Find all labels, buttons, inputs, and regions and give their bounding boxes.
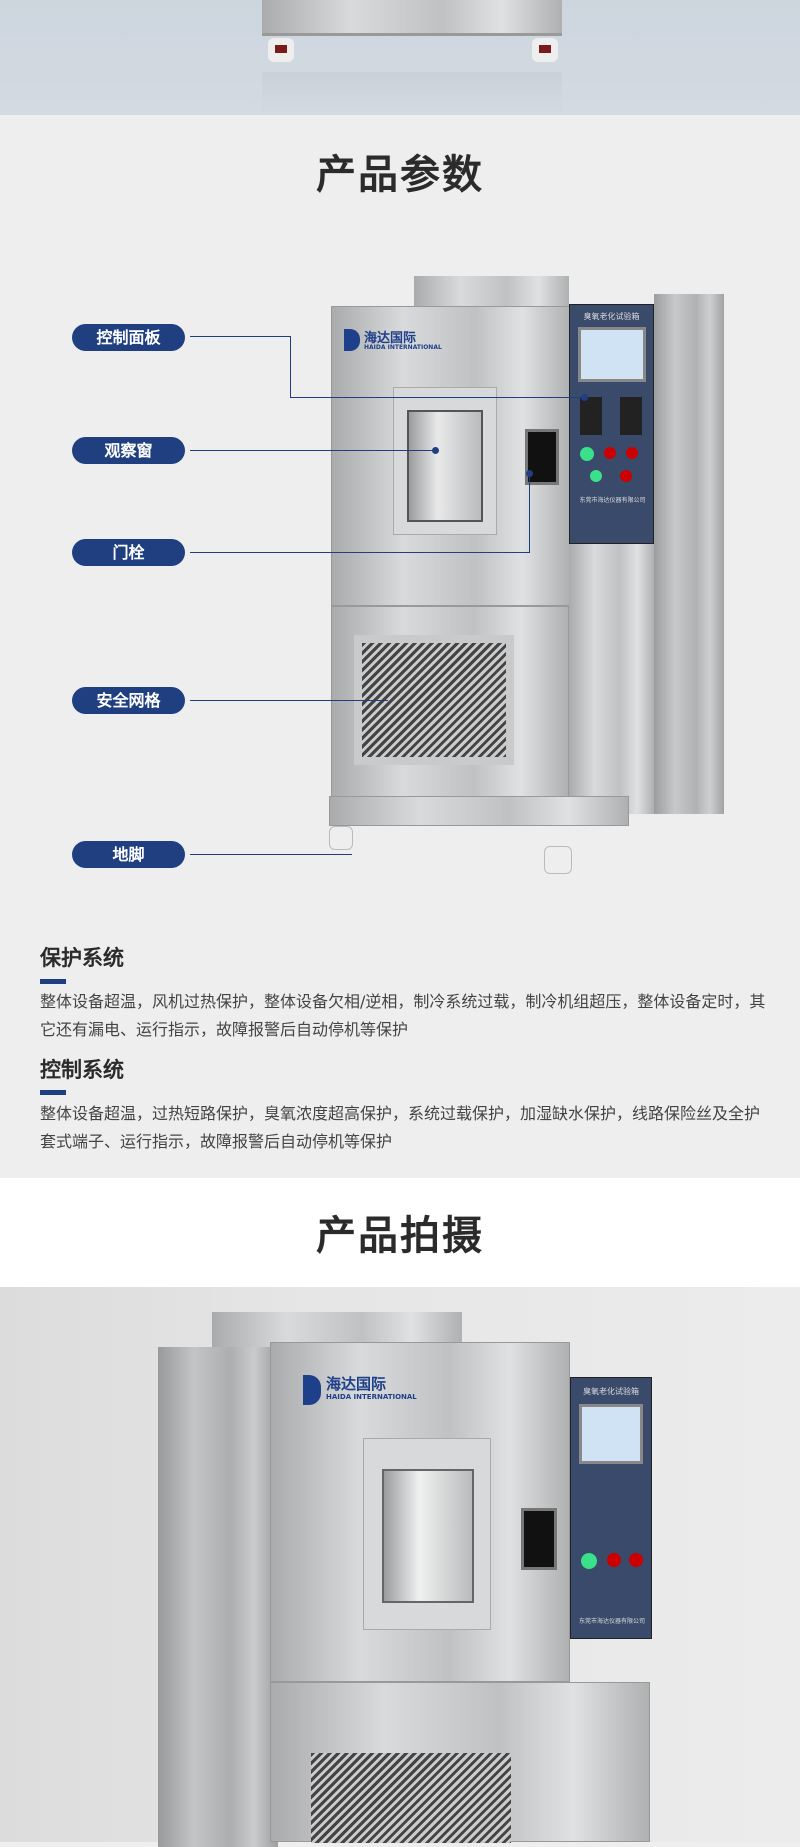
- machine-top-cover: [414, 276, 569, 306]
- brand-english: HAIDA INTERNATIONAL: [326, 1393, 417, 1401]
- control-panel: 臭氧老化试验箱 东莞市海达仪器有限公司: [569, 304, 654, 544]
- logo-icon: [344, 329, 360, 351]
- foot-caster: [329, 826, 353, 850]
- door-latch: [521, 1508, 557, 1570]
- controller-knob[interactable]: [620, 397, 642, 435]
- callout-observation-window: 观察窗: [72, 437, 185, 464]
- machine-side: [158, 1347, 278, 1847]
- brand-name: 海达国际: [364, 331, 417, 346]
- reflection: [262, 72, 562, 115]
- section-title-control: 控制系统: [40, 1058, 124, 1082]
- lower-cabinet: [270, 1682, 650, 1843]
- top-product-image: [0, 0, 800, 115]
- connector-line: [190, 552, 530, 553]
- green-button[interactable]: [580, 447, 594, 461]
- observation-window: [407, 410, 483, 522]
- section-text-protection: 整体设备超温，风机过热保护，整体设备欠相/逆相，制冷系统过载，制冷机组超压，整体…: [40, 992, 766, 1039]
- connector-line: [190, 450, 435, 451]
- title-underline: [40, 1090, 66, 1095]
- brand-name: 海达国际: [326, 1375, 387, 1393]
- stop-button[interactable]: [620, 470, 632, 482]
- window-frame: [363, 1438, 491, 1630]
- green-button[interactable]: [590, 470, 602, 482]
- brand-english: HAIDA INTERNATIONAL: [364, 344, 442, 351]
- observation-window: [382, 1469, 474, 1603]
- foot-caster: [544, 846, 572, 874]
- connector-line: [290, 397, 584, 398]
- section-text-control: 整体设备超温，过热短路保护，臭氧浓度超高保护，系统过载保护，加湿缺水保护，线路保…: [40, 1104, 761, 1151]
- callout-safety-grille: 安全网格: [72, 687, 185, 714]
- machine-base: [329, 796, 629, 826]
- machine-image: 海达国际 HAIDA INTERNATIONAL 臭氧老化试验箱 东莞市海达仪器…: [329, 276, 724, 896]
- safety-grille: [311, 1753, 511, 1843]
- controller-knob[interactable]: [580, 397, 602, 435]
- connector-line: [190, 700, 388, 701]
- callout-control-panel: 控制面板: [72, 324, 185, 351]
- connector-dot: [526, 470, 533, 477]
- red-button[interactable]: [629, 1553, 643, 1567]
- page-title: 产品参数: [316, 152, 484, 198]
- panel-title: 臭氧老化试验箱: [583, 312, 640, 321]
- connector-dot: [581, 394, 588, 401]
- machine-door: 海达国际 HAIDA INTERNATIONAL: [331, 306, 571, 606]
- logo-icon: [303, 1375, 321, 1405]
- lower-cabinet: [331, 606, 569, 806]
- touch-screen[interactable]: [579, 1404, 643, 1464]
- machine-side: [654, 294, 724, 814]
- callout-foot: 地脚: [72, 841, 185, 868]
- green-button[interactable]: [581, 1553, 597, 1569]
- connector-line: [190, 854, 352, 855]
- window-frame: [393, 387, 497, 535]
- control-panel: 臭氧老化试验箱 东莞市海达仪器有限公司: [570, 1377, 652, 1639]
- panel-title: 臭氧老化试验箱: [583, 1387, 639, 1396]
- machine-base: [262, 0, 562, 36]
- touch-screen[interactable]: [578, 327, 646, 382]
- red-button[interactable]: [626, 447, 638, 459]
- caster-wheel: [268, 38, 294, 62]
- panel-footer: 东莞市海达仪器有限公司: [578, 1618, 645, 1625]
- photo-header-band: 产品拍摄: [0, 1178, 800, 1287]
- connector-line: [190, 336, 291, 337]
- caster-wheel: [532, 38, 558, 62]
- machine-right-front: [569, 544, 654, 814]
- callout-door-latch: 门栓: [72, 539, 185, 566]
- photo-title: 产品拍摄: [316, 1213, 484, 1259]
- machine-door: 海达国际 HAIDA INTERNATIONAL: [270, 1342, 570, 1682]
- connector-line: [529, 473, 530, 553]
- title-underline: [40, 979, 66, 984]
- connector-line: [290, 336, 291, 398]
- red-button[interactable]: [604, 447, 616, 459]
- connector-dot: [432, 447, 439, 454]
- product-photo: 海达国际 HAIDA INTERNATIONAL 臭氧老化试验箱 东莞市海达仪器…: [0, 1287, 800, 1847]
- section-title-protection: 保护系统: [40, 946, 124, 970]
- red-button[interactable]: [607, 1553, 621, 1567]
- panel-footer: 东莞市海达仪器有限公司: [579, 497, 646, 504]
